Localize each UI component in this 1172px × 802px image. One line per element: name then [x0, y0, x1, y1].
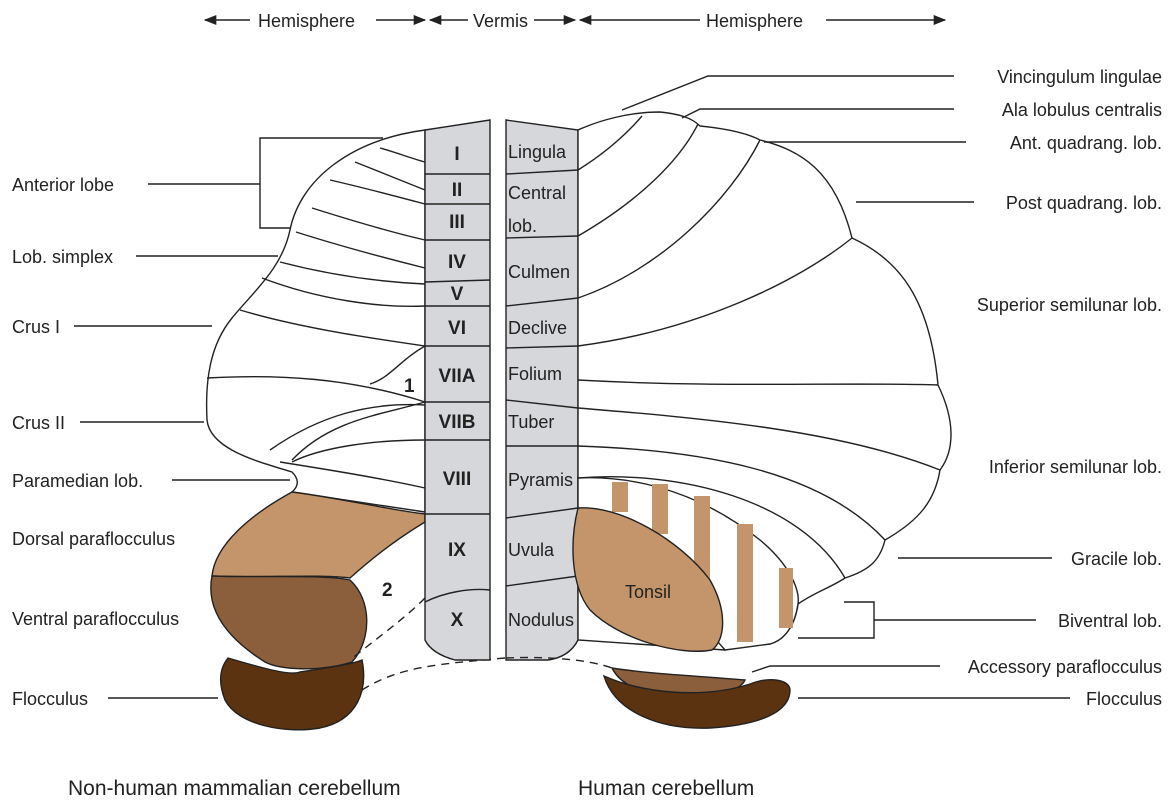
label-anterior-lobe: Anterior lobe [12, 175, 114, 195]
vermis-roman-X: X [451, 610, 464, 631]
vermis-roman-IX: IX [448, 540, 466, 561]
label-biventral: Biventral lob. [1058, 611, 1162, 631]
vermis-roman-IV: IV [448, 252, 466, 273]
left-vermis-column [425, 120, 490, 660]
label-accessory-paraflocculus: Accessory paraflocculus [968, 657, 1162, 677]
vermis-culmen: Culmen [508, 262, 570, 282]
label-crus-1: Crus I [12, 317, 60, 337]
label-inferior-semilunar: Inferior semilunar lob. [989, 457, 1162, 477]
vermis-central-lob: lob. [508, 216, 537, 236]
label-ala-lobulus: Ala lobulus centralis [1002, 100, 1162, 120]
header-right-hemisphere: Hemisphere [706, 11, 803, 31]
marker-2: 2 [382, 580, 393, 601]
vermis-lingula: Lingula [508, 142, 567, 162]
label-crus-2: Crus II [12, 413, 65, 433]
left-ventral-paraflocculus [211, 576, 367, 669]
label-post-quadrang: Post quadrang. lob. [1006, 193, 1162, 213]
vermis-uvula: Uvula [508, 540, 555, 560]
vermis-roman-VIII: VIII [443, 469, 472, 490]
header-left-hemisphere: Hemisphere [258, 11, 355, 31]
vermis-roman-III: III [449, 212, 465, 233]
header: Hemisphere Vermis Hemisphere [205, 11, 945, 31]
tonsil-label: Tonsil [625, 582, 671, 602]
vermis-folium: Folium [508, 364, 562, 384]
label-dorsal-paraflocculus: Dorsal paraflocculus [12, 529, 175, 549]
label-right-flocculus: Flocculus [1086, 689, 1162, 709]
vermis-roman-I: I [454, 144, 459, 165]
label-paramedian: Paramedian lob. [12, 471, 143, 491]
header-vermis: Vermis [473, 11, 528, 31]
label-lob-simplex: Lob. simplex [12, 247, 113, 267]
vermis-roman-VI: VI [448, 318, 466, 339]
vermis-pyramis: Pyramis [508, 470, 573, 490]
right-vermis: Lingula Central lob. Culmen Declive Foli… [506, 120, 578, 660]
vermis-roman-VIIA: VIIA [439, 366, 476, 387]
vermis-declive: Declive [508, 318, 567, 338]
vermis-central: Central [508, 183, 566, 203]
label-gracile: Gracile lob. [1071, 549, 1162, 569]
marker-1: 1 [404, 376, 415, 397]
vermis-nodulus: Nodulus [508, 610, 574, 630]
vermis-roman-V: V [451, 284, 464, 305]
label-left-flocculus: Flocculus [12, 689, 88, 709]
label-ant-quadrang: Ant. quadrang. lob. [1010, 133, 1162, 153]
caption-left: Non-human mammalian cerebellum [68, 777, 401, 800]
label-superior-semilunar: Superior semilunar lob. [977, 295, 1162, 315]
left-hemisphere-outline [207, 130, 425, 512]
label-vincingulum: Vincingulum lingulae [997, 67, 1162, 87]
vermis-roman-II: II [452, 180, 463, 201]
vermis-tuber: Tuber [508, 412, 554, 432]
vermis-roman-VIIB: VIIB [439, 412, 476, 433]
left-vermis: I II III IV V VI VIIA VIIB VIII IX X [425, 120, 490, 660]
label-ventral-paraflocculus: Ventral paraflocculus [12, 609, 179, 629]
caption-right: Human cerebellum [578, 777, 754, 800]
